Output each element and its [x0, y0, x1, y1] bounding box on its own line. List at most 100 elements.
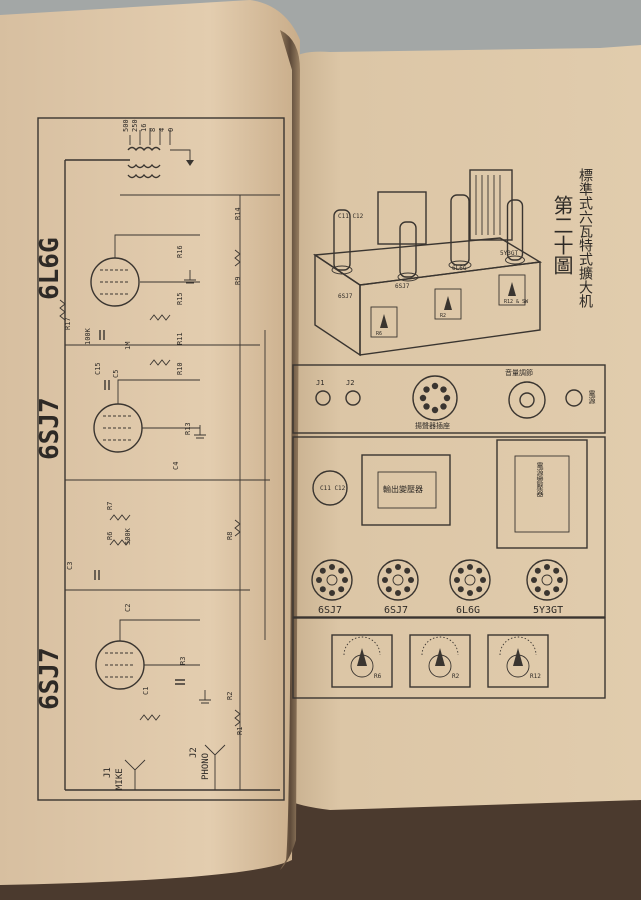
- component-label: 500K: [124, 527, 132, 545]
- component-label: R3: [179, 657, 187, 665]
- tube-6sj7-upper-symbol: [93, 379, 200, 453]
- tube-socket-icon: [377, 559, 419, 601]
- volume-control-icon: [508, 381, 546, 419]
- book-gutter: [280, 30, 300, 870]
- component-label: C5: [112, 370, 120, 378]
- tube-6l6g-symbol: [90, 234, 200, 307]
- output-transformer-label: 輸出變壓器: [383, 484, 423, 494]
- component-label: R10: [176, 362, 184, 375]
- output-transformer-outline: [361, 454, 451, 526]
- panel-middle-frame: [292, 436, 606, 618]
- tube-socket-label: 6SJ7: [318, 605, 342, 616]
- component-label: C2: [124, 604, 132, 612]
- tube-label-6sj7-lower: 6SJ7: [35, 647, 65, 710]
- component-label: C1: [142, 687, 150, 695]
- component-label: R14: [234, 207, 242, 220]
- component-label: 1M: [124, 342, 132, 350]
- component-label: R15: [176, 292, 184, 305]
- control-knob-label: R12: [530, 673, 541, 680]
- chassis-tube-label: 6L6G: [452, 265, 467, 272]
- schematic-border: [37, 117, 285, 801]
- component-label: R17: [64, 317, 72, 330]
- chassis-knob-icon: [380, 314, 388, 328]
- jack-j2-label: J2: [346, 379, 354, 387]
- panel-top: J1 J2 揚聲器插座 音量調節 電源: [292, 364, 606, 434]
- chassis-knob-label: R12 & SW: [504, 299, 529, 305]
- transformer-tap-label: 500: [122, 119, 130, 132]
- tube-socket-icon: [449, 559, 491, 601]
- input-j2-id: J2: [189, 747, 199, 758]
- cap-can-icon: [312, 470, 348, 506]
- control-knob-frame: [487, 634, 549, 688]
- component-label: R1: [236, 727, 244, 735]
- component-label: R9: [234, 277, 242, 285]
- component-label: R16: [176, 245, 184, 258]
- tube-socket-label: 6SJ7: [384, 605, 408, 616]
- input-j1-id: J1: [103, 767, 113, 778]
- tube-socket-icon: [526, 559, 568, 601]
- speaker-socket-label: 揚聲器插座: [415, 421, 450, 430]
- component-label: R2: [226, 692, 234, 700]
- tube-socket-icon: [311, 559, 353, 601]
- chassis-perspective-drawing: C11 C12 6SJ7 6SJ7 6L6G 5Y3GT R6 R2 R12 & SW: [312, 169, 543, 357]
- panel-bottom-frame: [292, 617, 606, 699]
- right-page: [288, 45, 641, 810]
- chassis-tube-label: 5Y3GT: [500, 250, 518, 257]
- component-label: R6: [106, 532, 114, 540]
- component-label: 100K: [84, 327, 92, 345]
- transformer-tap-label: 0: [167, 128, 175, 132]
- input-j1-label: MIKE: [115, 768, 125, 790]
- jack-j1-icon: [315, 390, 331, 406]
- chassis-knob-icon: [508, 282, 516, 296]
- tube-socket-label: 6L6G: [456, 605, 480, 616]
- control-knob-frame: [331, 634, 393, 688]
- component-label: R7: [106, 502, 114, 510]
- speaker-socket-icon: [412, 375, 458, 421]
- chassis-knob-label: R6: [376, 331, 382, 337]
- volume-control-label: 音量調節: [505, 368, 533, 377]
- jack-j1-label: J1: [316, 379, 324, 387]
- transformer-tap-label: 16: [140, 124, 148, 132]
- control-knob-frame: [409, 634, 471, 688]
- component-label: C4: [172, 462, 180, 470]
- tube-label-6sj7-upper: 6SJ7: [35, 397, 65, 460]
- chassis-tube-icon: [333, 209, 351, 271]
- component-label: R13: [184, 422, 192, 435]
- chassis-tube-label: 6SJ7: [395, 283, 410, 290]
- control-knob-label: R2: [452, 673, 460, 680]
- power-switch-label: 電源: [588, 390, 596, 405]
- left-page: [0, 0, 300, 885]
- figure-number: 第二十圖: [550, 195, 574, 275]
- chassis-knob-icon: [444, 296, 452, 310]
- transformer-tap-label: 8: [149, 128, 157, 132]
- component-label: R8: [226, 532, 234, 540]
- chassis-tube-icon: [450, 194, 470, 266]
- tube-socket-label: 5Y3GT: [533, 605, 563, 616]
- transformer-tap-label: 250: [131, 119, 139, 132]
- power-transformer-label: 電源變壓器: [536, 462, 544, 498]
- component-label: C15: [94, 362, 102, 375]
- tube-label-6l6g: 6L6G: [35, 237, 65, 300]
- input-j2-label: PHONO: [201, 753, 211, 780]
- control-knob-label: R6: [374, 673, 382, 680]
- component-label: C3: [66, 562, 74, 570]
- tube-6sj7-lower-symbol: [95, 619, 200, 690]
- panel-top-frame: [292, 364, 606, 434]
- transformer-tap-label: 4: [158, 128, 166, 132]
- chassis-tube-label: 6SJ7: [338, 293, 353, 300]
- jack-j2-icon: [345, 390, 361, 406]
- power-switch-icon: [565, 389, 583, 407]
- panel-bottom: R6 R2 R12: [292, 617, 606, 699]
- chassis-tube-label: C11 C12: [338, 213, 364, 220]
- page-title-cjk: 標準式六瓦特式擴大机: [577, 168, 593, 309]
- power-transformer-outline: [496, 439, 588, 549]
- component-label: R11: [176, 332, 184, 345]
- chassis-knob-label: R2: [440, 313, 446, 319]
